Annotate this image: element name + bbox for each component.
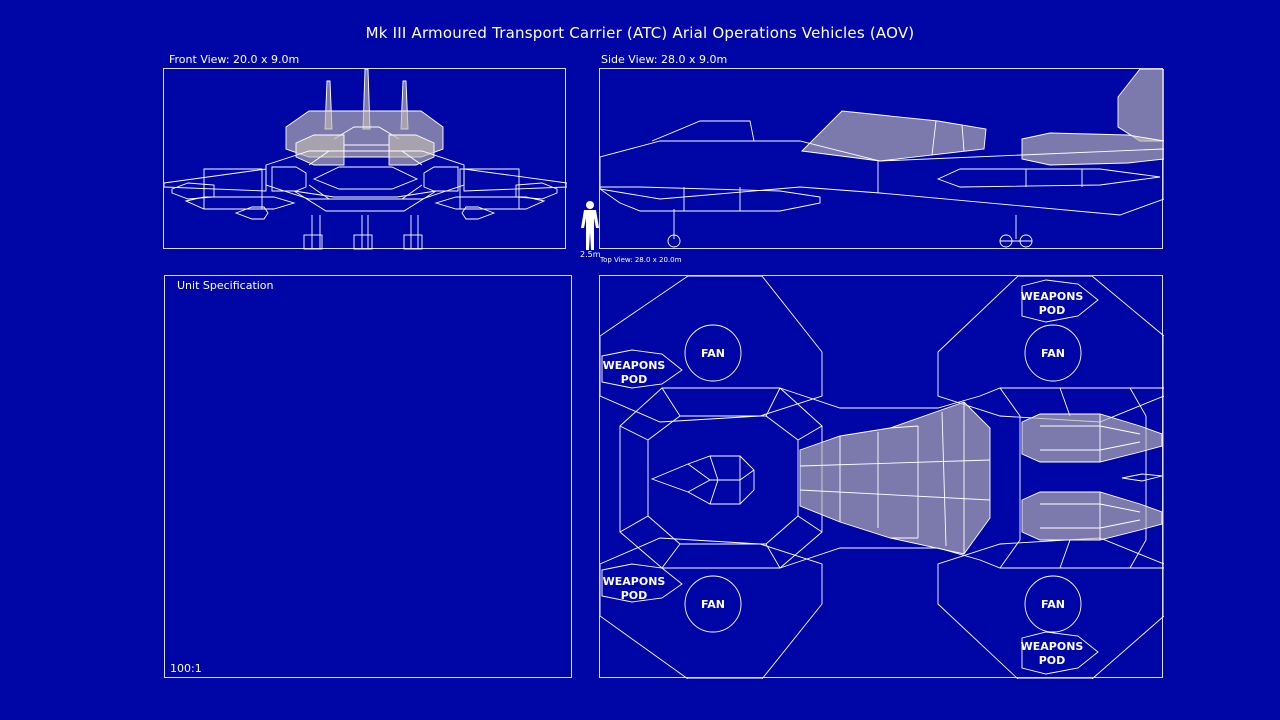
top-view-panel: FAN FAN FAN FAN WEAPONS POD WEAPONS POD …	[599, 275, 1164, 679]
weapons-pod-left-lower	[601, 563, 683, 603]
pod-label-right-lower-line1: WEAPONS	[1021, 640, 1084, 653]
pod-label-left-upper-line1: WEAPONS	[603, 359, 666, 372]
side-view-panel	[599, 68, 1164, 249]
side-view-drawing	[600, 69, 1164, 248]
front-view-panel	[163, 68, 567, 250]
pod-label-right-lower-line2: POD	[1039, 654, 1066, 667]
pod-label-left-upper-line2: POD	[621, 373, 648, 386]
weapons-pod-right-upper	[1021, 279, 1099, 323]
pod-label-right-upper-line2: POD	[1039, 304, 1066, 317]
fan-top-right	[1024, 324, 1082, 382]
unit-specification-title: Unit Specification	[177, 279, 274, 292]
fan-housing-bottom-right	[937, 537, 1164, 679]
side-view-label: Side View: 28.0 x 9.0m	[601, 53, 728, 66]
scale-ratio: 100:1	[170, 662, 202, 675]
pod-label-left-lower-line2: POD	[621, 589, 648, 602]
fan-bottom-left	[684, 575, 742, 633]
fan-label-top-left: FAN	[701, 347, 725, 360]
fan-bottom-right	[1024, 575, 1082, 633]
front-view-label: Front View: 20.0 x 9.0m	[169, 53, 300, 66]
fan-label-bottom-right: FAN	[1041, 598, 1065, 611]
top-view-drawing: FAN FAN FAN FAN WEAPONS POD WEAPONS POD …	[600, 276, 1164, 679]
weapons-pod-right-lower	[1021, 631, 1099, 675]
pod-label-left-lower-line1: WEAPONS	[603, 575, 666, 588]
unit-specification-panel: Unit Specification 100:1	[164, 275, 572, 678]
human-scale-label: 2.5m	[580, 250, 601, 259]
fan-label-top-right: FAN	[1041, 347, 1065, 360]
pod-label-right-upper-line1: WEAPONS	[1021, 290, 1084, 303]
fan-housing-top-right	[937, 276, 1164, 423]
front-view-drawing	[164, 69, 567, 250]
top-view-label: Top View: 28.0 x 20.0m	[600, 256, 682, 264]
page-title: Mk III Armoured Transport Carrier (ATC) …	[365, 24, 915, 42]
fan-housing-bottom-left	[600, 537, 823, 679]
weapons-pod-left-upper	[601, 349, 683, 389]
human-scale-icon	[581, 201, 599, 250]
fan-label-bottom-left: FAN	[701, 598, 725, 611]
fan-top-left	[684, 324, 742, 382]
fan-housing-top-left	[600, 276, 823, 423]
